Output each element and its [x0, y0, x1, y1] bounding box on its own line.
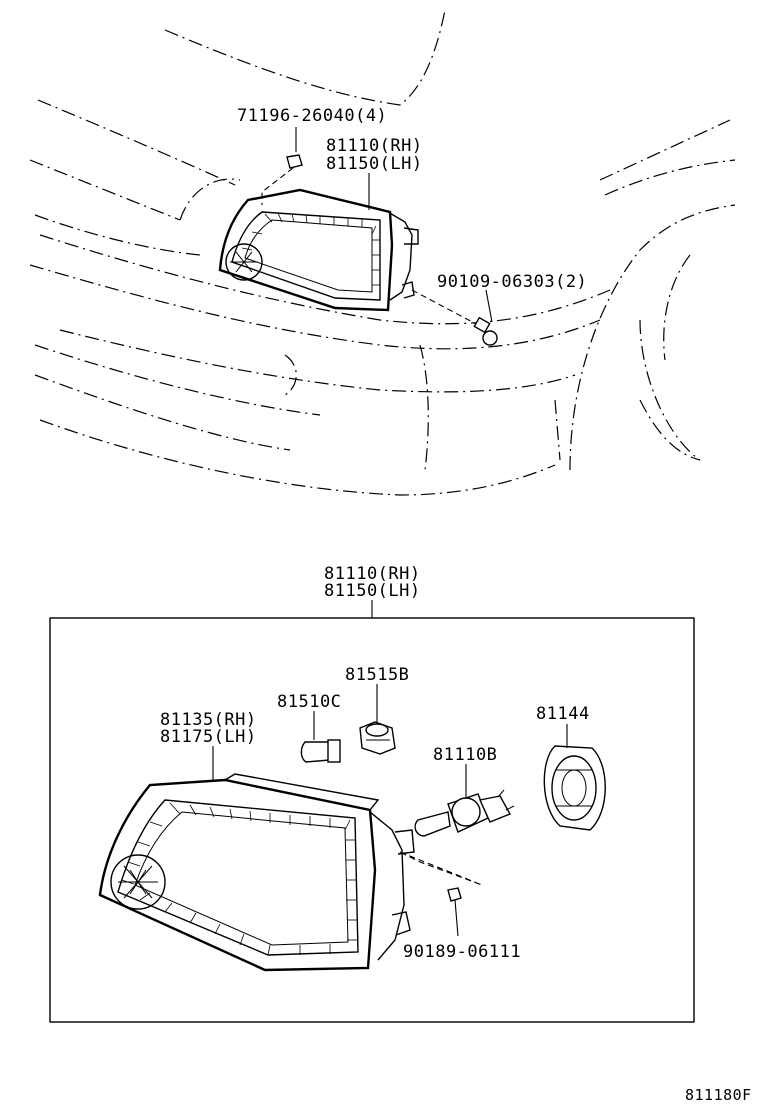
label-socket: 81515B [345, 665, 409, 685]
label-unit-rh: 81135(RH) [160, 710, 257, 730]
label-clip-top: 71196-26040(4) [237, 106, 387, 126]
screw-icon-bottom [447, 887, 462, 937]
small-bulb-icon [300, 739, 341, 763]
headlamp-installed [218, 188, 419, 312]
label-lamp-top-lh: 81150(LH) [326, 154, 423, 174]
assembly-frame [49, 617, 695, 1023]
clip-icon-top [261, 154, 303, 205]
label-lamp-box-rh: 81110(RH) [324, 564, 421, 584]
bulb-socket-icon [359, 721, 396, 755]
label-small-bulb: 81510C [277, 692, 341, 712]
main-bulb-icon [399, 789, 515, 886]
socket-cover-icon [543, 745, 606, 831]
figure-code: 811180F [685, 1086, 752, 1104]
headlamp-unit [98, 773, 415, 972]
label-lamp-top-rh: 81110(RH) [326, 136, 423, 156]
leader-screw-top [485, 289, 493, 323]
label-unit-lh: 81175(LH) [160, 727, 257, 747]
vehicle-body-outline [29, 9, 736, 496]
label-screw-bottom: 90189-06111 [403, 942, 521, 962]
label-cover: 81144 [536, 704, 590, 724]
label-screw-top: 90109-06303(2) [437, 272, 587, 292]
screw-icon-top [411, 289, 498, 346]
label-main-bulb: 81110B [433, 745, 497, 765]
label-lamp-box-lh: 81150(LH) [324, 581, 421, 601]
